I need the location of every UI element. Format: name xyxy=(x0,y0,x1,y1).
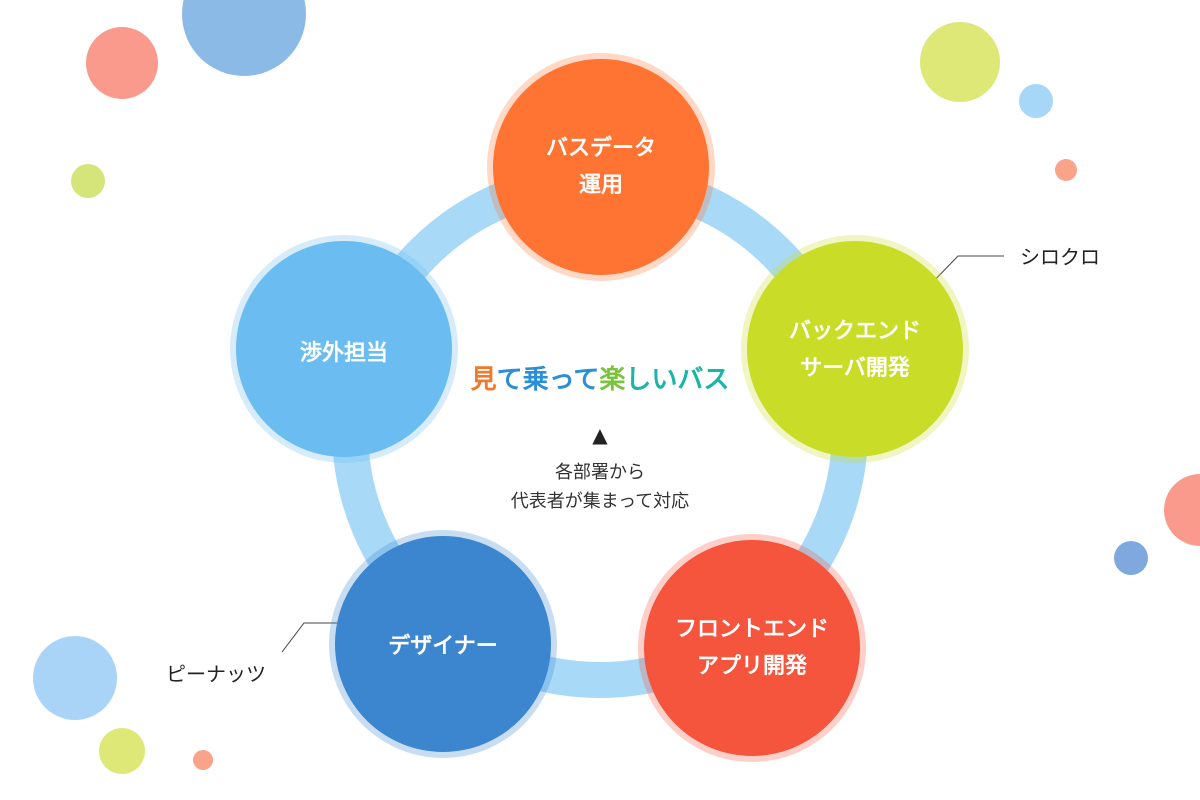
node-label-line2: 運用 xyxy=(579,173,623,198)
callout-line-designer xyxy=(281,622,345,653)
up-arrow-icon: ▲ xyxy=(592,423,608,447)
decorative-dot xyxy=(1164,474,1200,546)
callout-backend-team: シロクロ xyxy=(1020,245,1100,269)
node-backend: バックエンド サーバ開発 xyxy=(741,235,969,463)
bus-logo-text: 見て乗って楽しいバス xyxy=(471,365,730,395)
node-label-line1: バックエンド xyxy=(789,319,921,344)
center-caption-line2: 代表者が集まって対応 xyxy=(511,491,689,512)
decorative-dot xyxy=(193,750,213,770)
decorative-dot xyxy=(1055,159,1077,181)
decorative-dots xyxy=(33,0,1200,774)
node-label-line2: アプリ開発 xyxy=(697,654,808,679)
callout-line-backend xyxy=(927,255,1004,288)
node-bus-data: バスデータ 運用 xyxy=(487,53,715,281)
node-label-line1: フロントエンド xyxy=(675,617,829,642)
node-circle xyxy=(236,241,452,457)
node-label-line1: デザイナー xyxy=(388,633,498,659)
node-designer: デザイナー xyxy=(329,530,557,758)
decorative-dot xyxy=(99,728,145,774)
decorative-dot xyxy=(1114,541,1148,575)
node-label-line2: サーバ開発 xyxy=(800,356,911,381)
node-label-line1: 渉外担当 xyxy=(300,340,388,366)
decorative-dot xyxy=(920,22,1000,102)
decorative-dot xyxy=(182,0,306,76)
node-frontend: フロントエンド アプリ開発 xyxy=(638,534,866,762)
decorative-dot xyxy=(1019,84,1053,118)
center-caption-line1: 各部署から xyxy=(555,462,645,483)
node-circle xyxy=(493,59,709,275)
decorative-dot xyxy=(71,164,105,198)
node-circle xyxy=(747,241,963,457)
decorative-dot xyxy=(86,27,158,99)
callout-designer-team: ピーナッツ xyxy=(166,662,266,686)
node-circle xyxy=(644,540,860,756)
bus-logo: 見て乗って楽しいバス xyxy=(471,365,730,395)
node-external: 渉外担当 xyxy=(230,235,458,463)
decorative-dot xyxy=(33,636,117,720)
node-circle xyxy=(335,536,551,752)
node-label-line1: バスデータ xyxy=(546,135,656,161)
